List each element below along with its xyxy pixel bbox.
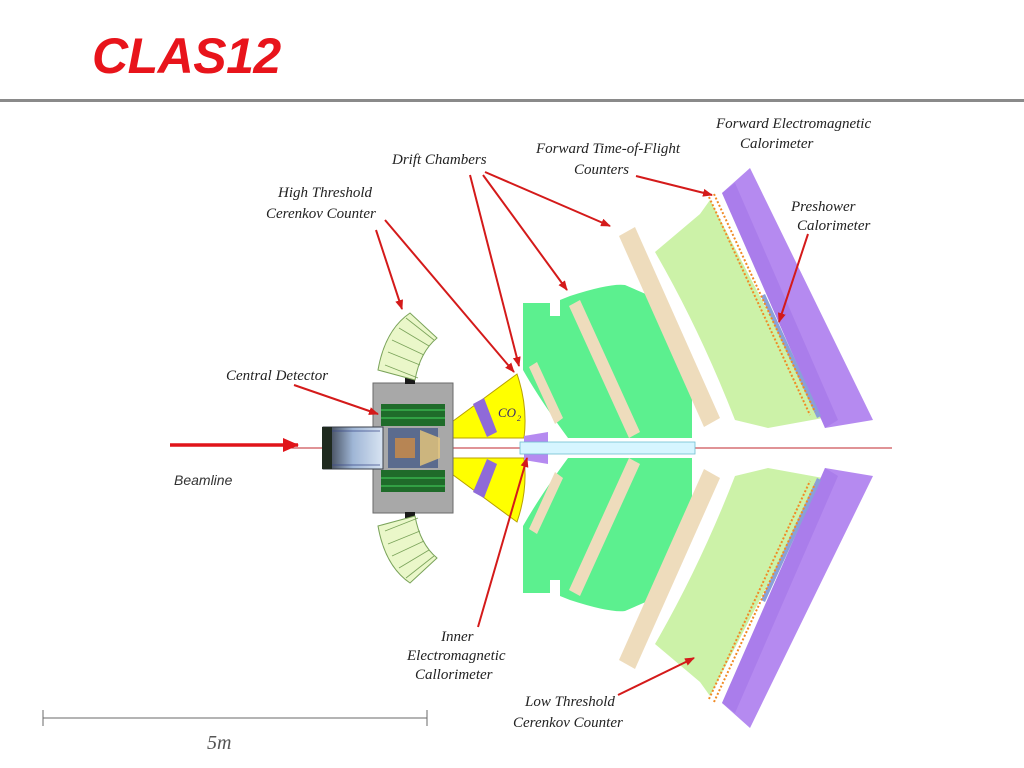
label-beamline: Beamline	[174, 472, 233, 488]
slide-title: CLAS12	[92, 28, 281, 84]
label-high-threshold-cerenkov: High Threshold Cerenkov Counter	[266, 185, 376, 222]
label-low-threshold-cerenkov: Low Threshold Cerenkov Counter	[513, 694, 623, 731]
htcc-mirror-fan-bottom	[377, 515, 438, 584]
title-divider	[0, 99, 1024, 102]
preshower-calorimeter	[761, 294, 821, 602]
label-inner-em-calorimeter: Inner Electromagnetic Callorimeter	[406, 629, 509, 683]
pointer-arrows	[293, 171, 809, 696]
forward-tof-panels	[708, 193, 816, 703]
scale-bar-label: 5m	[207, 732, 231, 754]
co2-subscript: 2	[517, 414, 521, 423]
tof-and-region-bars	[529, 227, 720, 669]
forward-beam-pipe	[519, 441, 696, 455]
low-threshold-cerenkov	[655, 200, 823, 696]
central-detector	[372, 378, 454, 518]
htcc-mirror-fan-top	[377, 312, 438, 381]
co2-label: CO	[498, 405, 517, 420]
label-forward-tof: Forward Time-of-Flight Counters	[535, 141, 684, 178]
scale-bar	[42, 710, 428, 726]
label-forward-em-calorimeter: Forward Electromagnetic Calorimeter	[715, 116, 875, 152]
label-preshower-calorimeter: Preshower Calorimeter	[790, 199, 870, 234]
label-central-detector: Central Detector	[226, 368, 328, 384]
target-beampipe	[322, 426, 384, 470]
forward-em-calorimeter	[722, 168, 873, 728]
label-drift-chambers: Drift Chambers	[391, 152, 487, 168]
